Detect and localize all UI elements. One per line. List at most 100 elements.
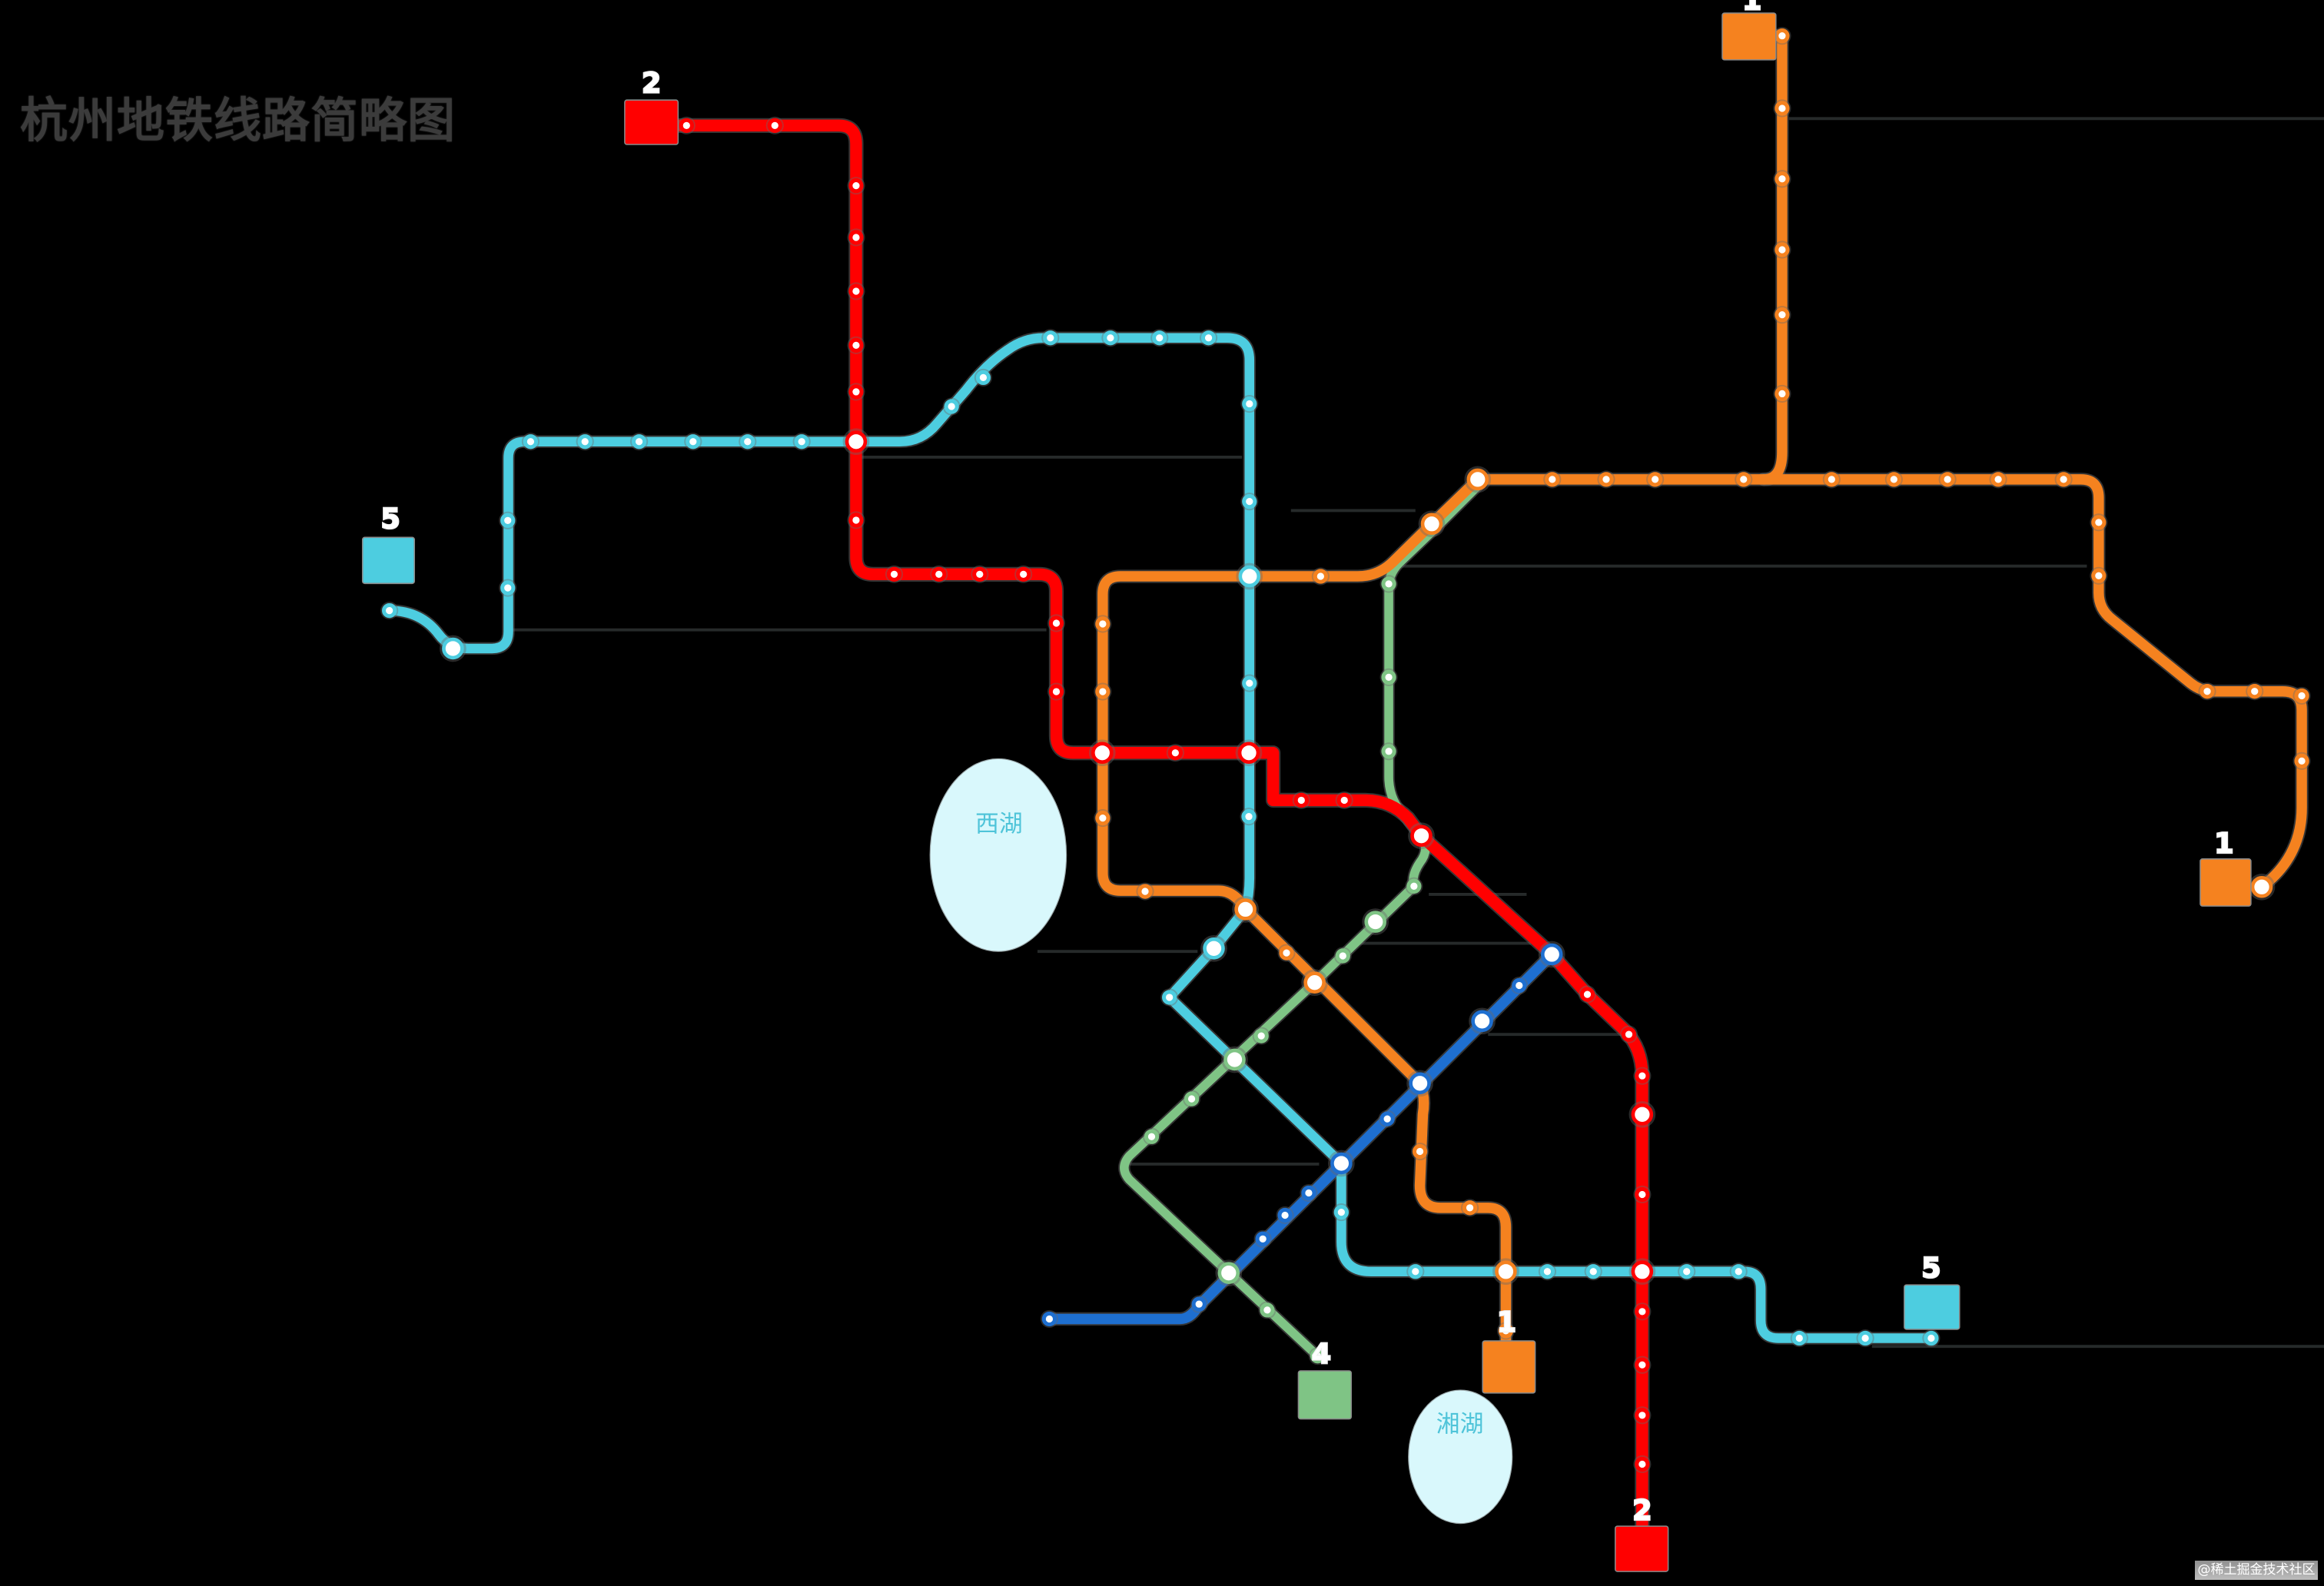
station-orange: [1599, 472, 1614, 487]
station-cyan: [944, 399, 959, 414]
station-red: [1621, 1027, 1637, 1042]
station-blue: [1512, 977, 1527, 994]
terminus-box-red: [1614, 1525, 1669, 1572]
station-orange: [2091, 515, 2107, 530]
metro-line-green: [1120, 478, 1486, 1361]
station-cyan: [1242, 396, 1257, 412]
station-cyan: [1103, 330, 1118, 346]
interchange-station: [1238, 565, 1261, 588]
station-orange: [1775, 101, 1790, 116]
station-orange: [1279, 945, 1294, 961]
station-cyan: [740, 434, 755, 450]
interchange-station: [442, 637, 464, 660]
station-orange: [2294, 688, 2309, 704]
station-red: [1048, 615, 1064, 631]
interchange-station: [1466, 468, 1489, 491]
interchange-station: [1631, 1103, 1654, 1126]
station-orange: [1940, 472, 1955, 487]
station-orange: [1498, 1323, 1514, 1339]
station-orange: [1313, 569, 1328, 584]
station-orange: [1736, 472, 1751, 487]
interchange-station: [1223, 1048, 1246, 1071]
station-red: [931, 566, 947, 582]
lake-label: 西湖: [975, 810, 1023, 838]
station-blue: [1379, 1111, 1395, 1126]
page-title: 杭州地铁线路简略图: [20, 92, 456, 148]
interchange-station: [1234, 898, 1257, 921]
station-red: [848, 284, 864, 299]
station-orange: [1775, 28, 1790, 44]
station-green: [1335, 948, 1350, 964]
station-orange: [1545, 472, 1560, 487]
station-cyan: [500, 580, 516, 596]
station-red: [886, 566, 902, 582]
station-cyan: [1731, 1264, 1746, 1279]
station-cyan: [1161, 990, 1177, 1005]
interchange-station: [1217, 1262, 1240, 1284]
station-red: [1635, 1068, 1650, 1083]
station-red: [1635, 1357, 1650, 1372]
station-red: [848, 384, 864, 400]
line-number-label: 1: [2214, 827, 2233, 860]
station-red: [1635, 1456, 1650, 1472]
terminus-box-orange: [2200, 858, 2252, 907]
station-red: [1048, 684, 1064, 699]
metro-line-red: [671, 119, 1648, 1536]
metro-line-cyan: [384, 333, 1937, 1343]
terminus-box-cyan: [361, 536, 416, 585]
station-green: [1253, 1028, 1269, 1044]
station-red: [848, 178, 864, 194]
lake-label: 湘湖: [1436, 1410, 1484, 1438]
interchange-station: [1330, 1152, 1353, 1175]
station-cyan: [500, 513, 516, 528]
station-green: [1144, 1129, 1160, 1144]
station-green: [1381, 576, 1396, 592]
station-cyan: [794, 434, 809, 450]
line-number-label: 1: [1742, 0, 1761, 17]
station-green: [1381, 669, 1396, 685]
station-cyan: [1924, 1330, 1939, 1346]
terminus-box-green: [1297, 1370, 1353, 1420]
station-orange: [2056, 472, 2071, 487]
interchange-station: [2250, 876, 2273, 898]
line-number-label: 5: [1921, 1251, 1941, 1284]
station-cyan: [1200, 330, 1217, 346]
station-green: [1406, 878, 1422, 894]
station-cyan: [577, 434, 593, 450]
station-orange: [2091, 568, 2107, 583]
station-red: [848, 230, 864, 245]
station-orange: [1775, 242, 1790, 257]
station-blue: [1301, 1185, 1316, 1201]
station-orange: [1990, 472, 2006, 487]
interchange-station: [845, 430, 868, 453]
station-red: [848, 337, 864, 353]
interchange-station: [1091, 742, 1114, 765]
station-cyan: [1242, 675, 1257, 691]
station-orange: [2294, 753, 2309, 768]
station-cyan: [1858, 1330, 1873, 1346]
line-halos: [383, 28, 2309, 1537]
station-orange: [1775, 171, 1790, 187]
station-green: [1381, 744, 1396, 759]
interchange-station: [1364, 911, 1386, 933]
station-cyan: [1333, 1204, 1349, 1220]
metro-line-orange: [1472, 474, 2307, 893]
interchange-station: [1471, 1010, 1493, 1033]
station-blue: [1191, 1296, 1207, 1312]
station-orange: [2200, 684, 2215, 699]
terminus-box-orange: [1721, 12, 1777, 61]
station-orange: [1095, 810, 1111, 826]
interchange-station: [1410, 825, 1433, 848]
lake-shape: [929, 758, 1067, 952]
station-cyan: [686, 434, 701, 450]
line-number-label: 2: [642, 67, 661, 100]
station-cyan: [1791, 1330, 1807, 1346]
station-orange: [2247, 684, 2263, 699]
station-cyan: [1539, 1264, 1555, 1279]
station-orange: [1462, 1200, 1478, 1216]
station-blue: [1277, 1207, 1293, 1223]
